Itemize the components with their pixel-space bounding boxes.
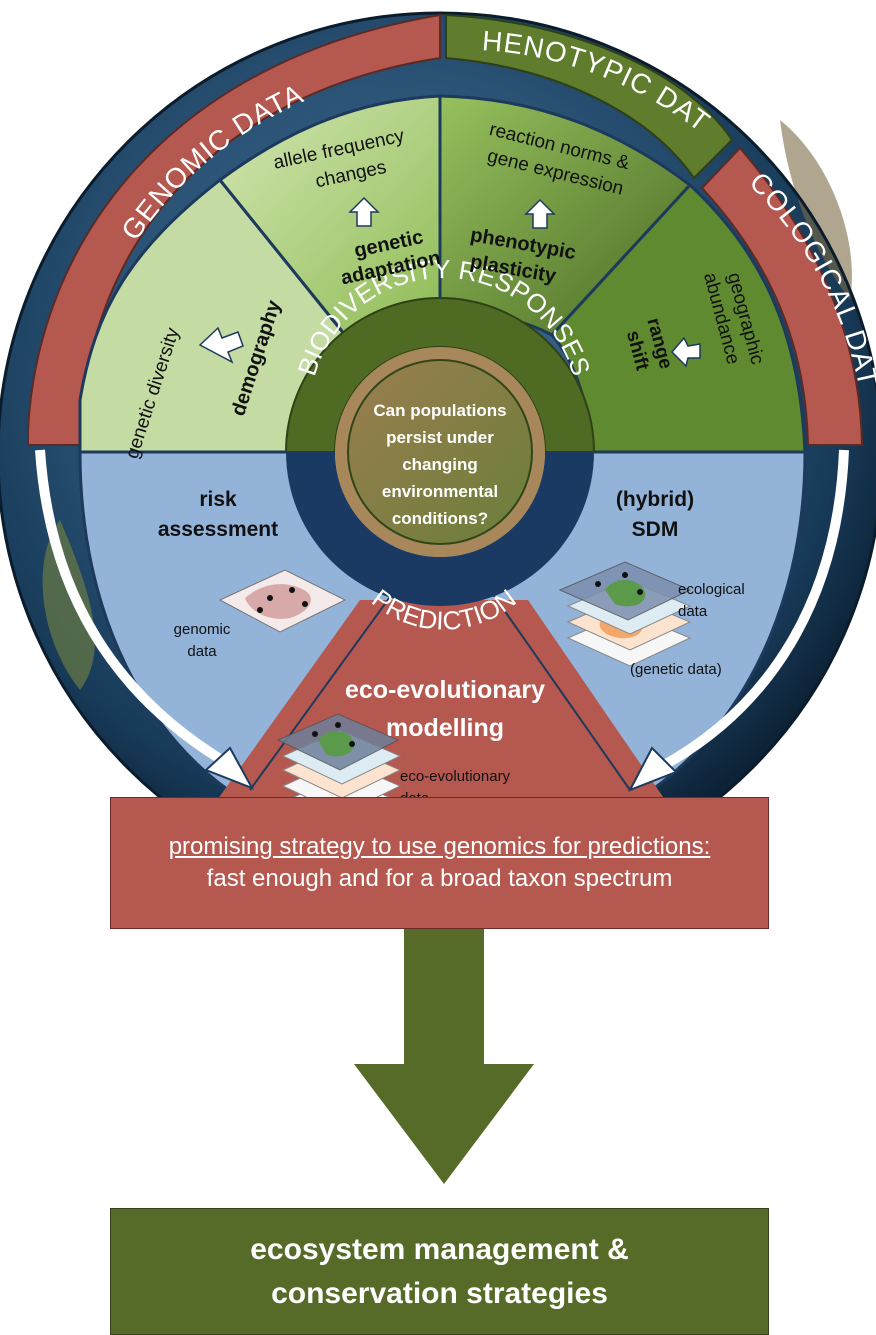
eco-evolutionary-modelling-label: modelling	[386, 714, 504, 742]
right-curved-arrow	[652, 449, 849, 775]
management-box: ecosystem management & conservation stra…	[110, 1208, 769, 1335]
risk-assessment-label: risk	[199, 488, 237, 511]
left-curved-arrow	[35, 449, 233, 770]
ecological-data-caption: ecological	[678, 581, 745, 598]
right-curved-arrow-head	[627, 746, 678, 792]
ecological-data-band	[700, 146, 864, 446]
range-shift-wedge	[549, 182, 807, 454]
center-question: Can populations persist under changing e…	[373, 401, 506, 528]
risk-assessment-label: assessment	[158, 518, 278, 541]
divider-left	[249, 589, 396, 791]
strategy-subtext: fast enough and for a broad taxon spectr…	[206, 865, 673, 892]
arrow-demography	[198, 326, 244, 364]
down-arrow-green	[354, 928, 534, 1184]
genomic-data-caption: data	[187, 643, 217, 660]
arrow-adaptation	[348, 196, 380, 227]
hybrid-sdm-label: (hybrid)	[616, 488, 694, 511]
center-core	[347, 359, 533, 545]
left-curved-arrow-head	[204, 746, 255, 790]
center-question-line: conditions?	[392, 509, 488, 528]
eco-evolutionary-modelling-label: eco-evolutionary	[345, 676, 545, 704]
arrow-plasticity	[524, 198, 556, 229]
arrow-range	[670, 336, 701, 368]
genetic-data-caption: (genetic data)	[630, 661, 722, 678]
center-question-line: changing	[402, 455, 478, 474]
genomic-data-map-icon	[218, 569, 347, 633]
phenotypic-data-band	[445, 13, 734, 180]
globe-land	[42, 520, 95, 690]
strategy-heading: promising strategy to use genomics for p…	[168, 833, 711, 860]
management-line: ecosystem management &	[250, 1232, 629, 1266]
divider-right	[489, 589, 631, 791]
center-question-line: Can populations	[373, 401, 506, 420]
management-line: conservation strategies	[271, 1276, 608, 1310]
genomic-data-band	[27, 13, 441, 446]
ecological-data-caption: data	[678, 603, 708, 620]
center-question-line: environmental	[382, 482, 498, 501]
genomic-data-caption: genomic	[174, 621, 231, 638]
prediction-ring	[286, 452, 594, 606]
center-question-line: persist under	[386, 428, 494, 447]
hybrid-sdm-label: SDM	[632, 518, 679, 541]
eco-evolutionary-data-caption: eco-evolutionary	[400, 768, 511, 785]
strategy-box: promising strategy to use genomics for p…	[110, 797, 769, 929]
sdm-map-stack-icon	[558, 561, 692, 667]
